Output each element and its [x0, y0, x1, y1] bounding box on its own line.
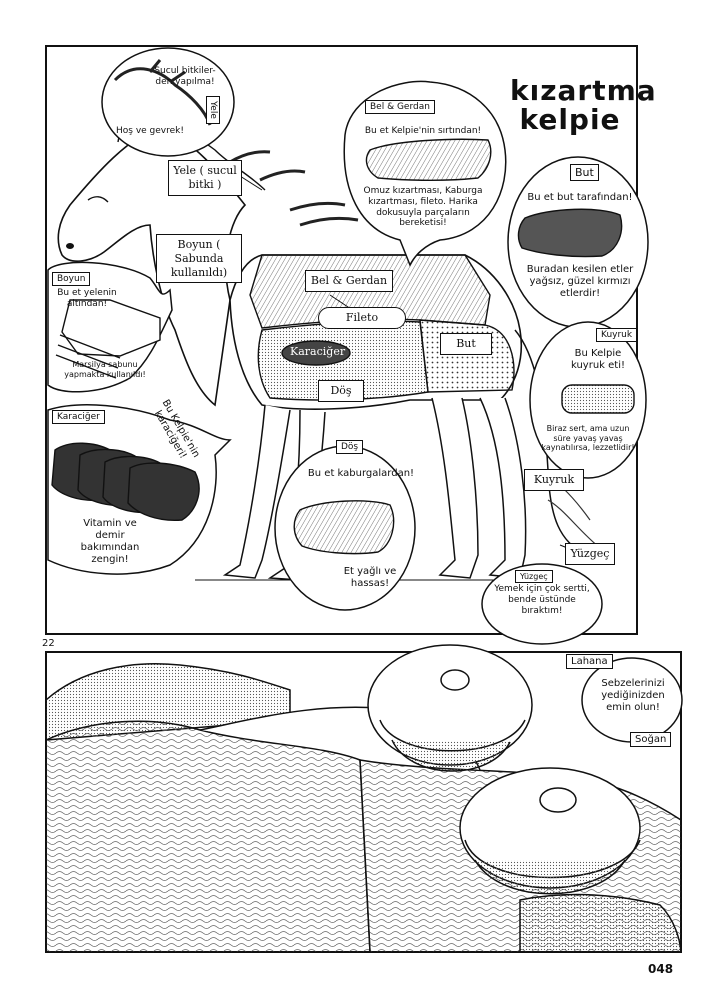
page-title: kızartma kelpie [510, 74, 657, 137]
bubble-dos-text1: Bu et kaburgalardan! [307, 468, 415, 479]
bubble-dos-tag: Döş [336, 440, 364, 454]
bubble-yele-shape [101, 47, 235, 157]
bubble-boyun-text1: Bu et yelenin altından! [57, 288, 117, 309]
bubble-bel-tag: Bel & Gerdan [365, 100, 435, 114]
title-line-1: kızartma [510, 74, 657, 107]
bubble-dos-text2: Et yağlı ve hassas! [343, 566, 397, 589]
meat-cuts [51, 138, 635, 555]
neck-meat-icon [61, 299, 161, 357]
label-lahana: Lahana [566, 654, 613, 669]
page-number: 048 [648, 962, 674, 976]
bubble-bel-text2: Omuz kızartması, Kaburga kızartması, fil… [363, 186, 483, 229]
brisket-meat-icon [293, 500, 395, 555]
bubble-kuyruk-text1: Bu Kelpie kuyruk eti! [570, 348, 626, 371]
lower-speech-text: Sebzelerinizi yediğinizden emin olun! [601, 678, 665, 713]
liver-meat-icon [51, 442, 200, 521]
bubble-kuyruk-tag: Kuyruk [596, 328, 638, 342]
bubble-boyun-text2: Marsilya sabunu yapmakta kullanıldı! [64, 360, 146, 379]
bubble-bel-text1: Bu et Kelpie'nin sırtından! [364, 126, 482, 136]
label-dos: Döş [318, 380, 364, 402]
loin-meat-icon [365, 138, 492, 181]
label-fileto: Fileto [318, 307, 406, 329]
bubble-yuzgec-tag: Yüzgeç [515, 570, 553, 583]
label-boyun: Boyun ( Sabunda kullanıldı) [156, 234, 242, 284]
bubble-yele-text1: Sucul bitkiler-den yapılma! [154, 66, 216, 87]
bubble-karaciger-text2: Vitamin ve demir bakımından zengin! [80, 518, 140, 565]
panel-number: 22 [42, 638, 55, 649]
bubble-karaciger-tag: Karaciğer [52, 410, 105, 424]
bubble-yuzgec-text1: Yemek için çok sertti, bende üstünde bır… [494, 584, 590, 616]
label-bel-gerdan: Bel & Gerdan [305, 270, 393, 292]
label-but: But [440, 333, 492, 355]
bubble-kuyruk-text2: Biraz sert, ama uzun süre yavaş yavaş ka… [541, 424, 635, 453]
bubble-yele-text2: Hoş ve gevrek! [116, 126, 184, 136]
title-line-2: kelpie [519, 103, 621, 137]
bubble-yuzgec-shape [481, 563, 603, 645]
label-yuzgec: Yüzgeç [565, 543, 615, 565]
label-kuyruk: Kuyruk [524, 469, 584, 491]
thigh-meat-icon [517, 208, 623, 258]
seaweed-bird-icon [113, 59, 212, 126]
bubble-yele-tag: Yele [206, 96, 220, 124]
tail-meat-icon [561, 384, 635, 414]
label-yele: Yele ( sucul bitki ) [168, 160, 242, 196]
label-karaciger: Karaciğer [290, 345, 346, 358]
label-sogan: Soğan [630, 732, 672, 747]
bubble-but-text2: Buradan kesilen etler yağsız, güzel kırm… [526, 264, 634, 299]
bubble-but-tag: But [570, 164, 599, 181]
bubble-but-text1: Bu et but tarafından! [527, 192, 633, 203]
lower-panel-drawing [45, 644, 683, 953]
bubble-boyun-tag: Boyun [52, 272, 91, 286]
